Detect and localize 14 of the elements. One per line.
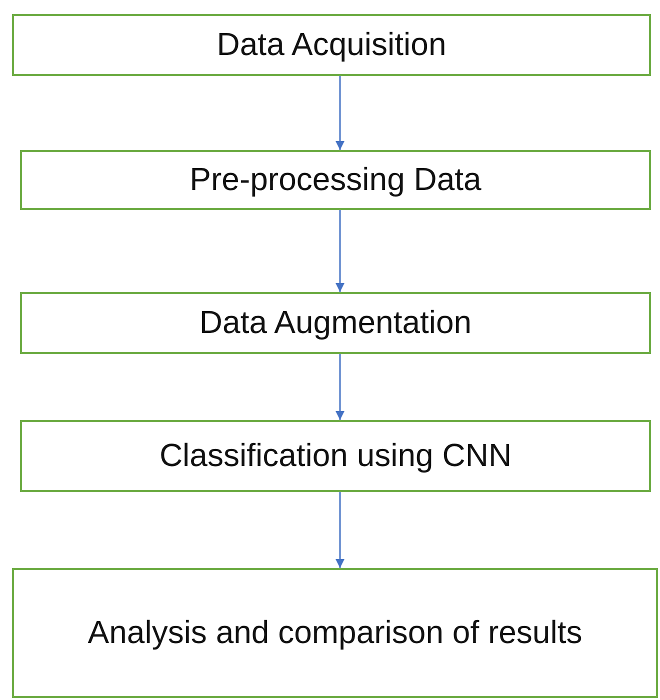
process-box [12,14,651,76]
box-label: Classification using CNN [159,436,512,476]
box-label: Analysis and comparison of results [88,613,582,652]
arrow [336,354,344,420]
box-label: Data Augmentation [199,303,472,342]
box-label: Pre-processing Data [190,160,482,200]
arrow [336,210,344,292]
process-box [20,292,651,354]
arrow [336,76,344,150]
process-box [20,150,651,210]
box-label: Data Acquisition [216,25,446,64]
process-box [12,568,658,698]
arrow [336,492,344,568]
process-box [20,420,651,492]
